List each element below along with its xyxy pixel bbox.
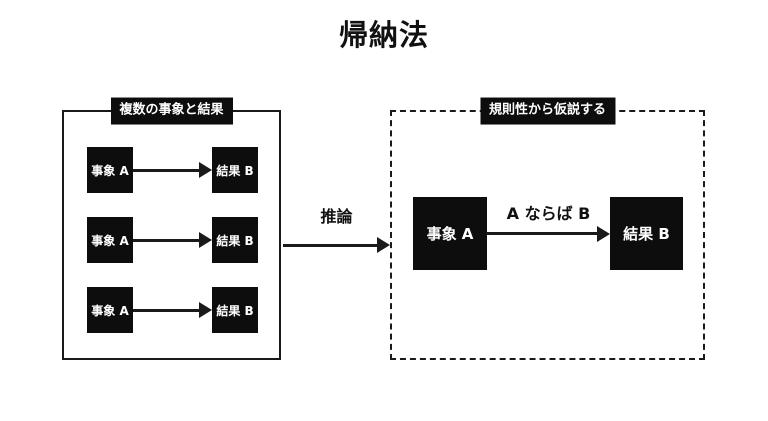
arrow-head-icon bbox=[377, 237, 390, 253]
arrow-right-icon bbox=[133, 217, 212, 263]
arrow-shaft bbox=[133, 308, 200, 312]
result-node: 結果 B bbox=[610, 197, 683, 270]
result-node: 結果 B bbox=[212, 287, 258, 333]
result-node: 結果 B bbox=[212, 217, 258, 263]
inference-label: 推論 bbox=[320, 207, 353, 226]
event-node: 事象 A bbox=[87, 147, 133, 193]
arrow-shaft bbox=[487, 232, 598, 235]
event-node: 事象 A bbox=[413, 197, 487, 270]
left-panel: 複数の事象と結果 事象 A 結果 B 事象 A 結果 B 事象 A 結果 B bbox=[62, 97, 281, 360]
event-node: 事象 A bbox=[87, 217, 133, 263]
left-row: 事象 A 結果 B bbox=[64, 147, 279, 193]
arrow-head-icon bbox=[199, 232, 212, 248]
arrow-right-icon bbox=[133, 147, 212, 193]
arrow-shaft bbox=[133, 238, 200, 242]
arrow-head-icon bbox=[597, 225, 610, 242]
implication-label: A ならば B bbox=[506, 204, 591, 223]
arrow-shaft bbox=[283, 243, 378, 247]
arrow-shaft bbox=[133, 168, 200, 172]
arrow-right-icon bbox=[283, 236, 390, 254]
left-row: 事象 A 結果 B bbox=[64, 287, 279, 333]
right-panel-header: 規則性から仮説する bbox=[479, 97, 616, 125]
arrow-head-icon bbox=[199, 162, 212, 178]
right-panel: 規則性から仮説する 事象 A A ならば B 結果 B bbox=[390, 97, 705, 360]
arrow-right-icon bbox=[133, 287, 212, 333]
page-title: 帰納法 bbox=[338, 18, 429, 52]
event-node: 事象 A bbox=[87, 287, 133, 333]
inference-connector: 推論 bbox=[283, 203, 390, 254]
left-row: 事象 A 結果 B bbox=[64, 217, 279, 263]
result-node: 結果 B bbox=[212, 147, 258, 193]
arrow-head-icon bbox=[199, 302, 212, 318]
arrow-right-icon bbox=[487, 197, 610, 270]
left-panel-header: 複数の事象と結果 bbox=[110, 97, 233, 125]
